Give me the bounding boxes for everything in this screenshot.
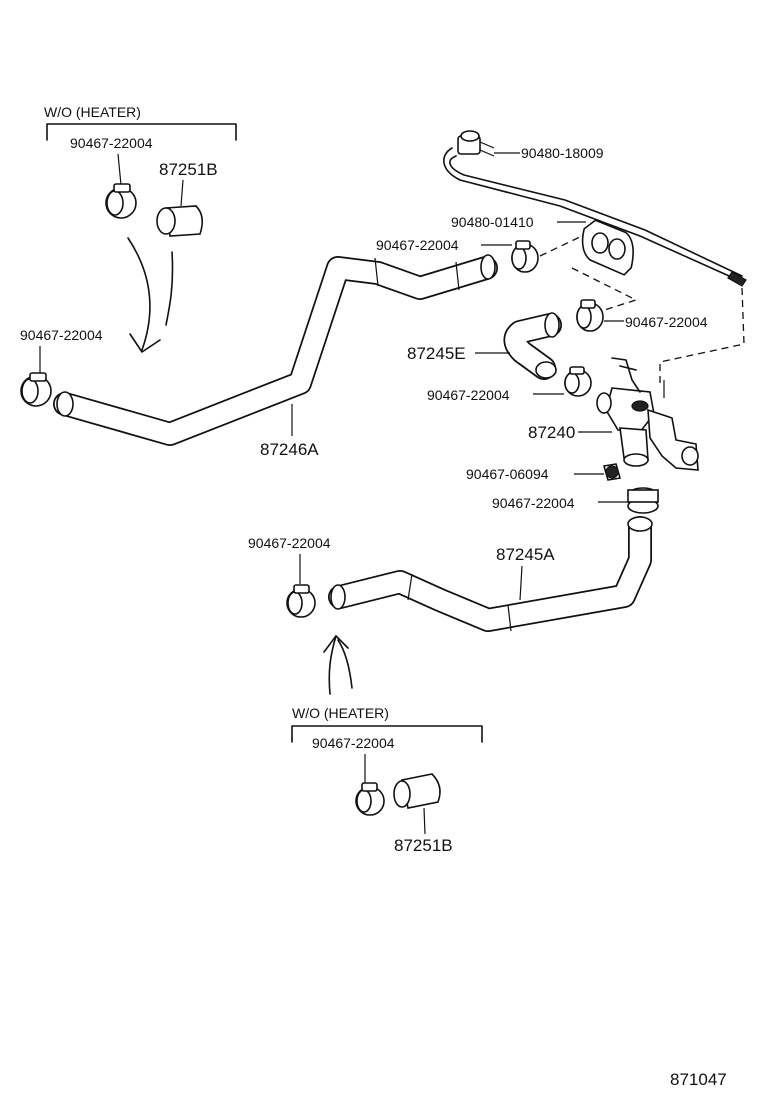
group-top-wo-heater: W/O (HEATER) 90467-22004 87251B — [44, 104, 237, 353]
group-top-clamp-icon — [105, 183, 137, 219]
clamp-a-icon — [511, 240, 539, 273]
screw-label: 90467-06094 — [466, 466, 549, 482]
grommet-icon — [581, 219, 634, 276]
group-bottom-wo-heater: W/O (HEATER) 90467-22004 87251B — [291, 705, 483, 855]
clamp-lower-label: 90467-22004 — [248, 535, 331, 551]
hose-main-label: 87246A — [260, 440, 319, 459]
group-bottom-clamp-label: 90467-22004 — [312, 735, 395, 751]
group-bottom-arrow-2 — [337, 639, 353, 689]
group-top-hose-label: 87251B — [159, 160, 218, 179]
group-bottom-hose-label: 87251B — [394, 836, 453, 855]
group-top-arrow-1 — [127, 237, 151, 351]
group-top-hose-icon — [156, 205, 204, 237]
clamp-c-label: 90467-22004 — [427, 387, 510, 403]
hose-87245e-icon — [503, 312, 562, 380]
grommet-label: 90480-01410 — [451, 214, 534, 230]
clamp-d-icon — [627, 487, 659, 514]
group-bottom-clamp-icon — [355, 782, 385, 816]
hose-87245a-icon — [328, 516, 653, 632]
screw-icon — [602, 463, 622, 481]
leader-grommet-clamp-a — [539, 235, 583, 257]
clamp-d-label: 90467-22004 — [492, 495, 575, 511]
group-top-arrow-2 — [165, 251, 174, 326]
leader-cable-valve — [659, 287, 745, 384]
clamp-lower-icon — [286, 584, 316, 618]
group-top-clamp-label: 90467-22004 — [70, 135, 153, 151]
figure-number: 871047 — [670, 1070, 727, 1089]
hose-a-label: 87245A — [496, 545, 555, 564]
hose-e-label: 87245E — [407, 344, 466, 363]
clamp-b-icon — [576, 299, 604, 332]
group-bottom-condition: W/O (HEATER) — [292, 705, 389, 721]
group-top-bracket — [46, 123, 237, 141]
hose-87246a-icon — [53, 254, 498, 446]
group-bottom-bracket — [291, 725, 483, 743]
control-cable-icon — [443, 130, 747, 287]
clamp-left-label: 90467-22004 — [20, 327, 103, 343]
cable-label: 90480-18009 — [521, 145, 604, 161]
valve-label: 87240 — [528, 423, 575, 442]
clamp-b-label: 90467-22004 — [625, 314, 708, 330]
heater-valve-icon — [596, 357, 699, 471]
group-top-condition: W/O (HEATER) — [44, 104, 141, 120]
clamp-a-label: 90467-22004 — [376, 237, 459, 253]
group-bottom-hose-icon — [393, 773, 441, 809]
clamp-left-icon — [20, 372, 52, 407]
clamp-c-icon — [564, 366, 592, 397]
group-bottom-arrow-1 — [328, 635, 337, 695]
